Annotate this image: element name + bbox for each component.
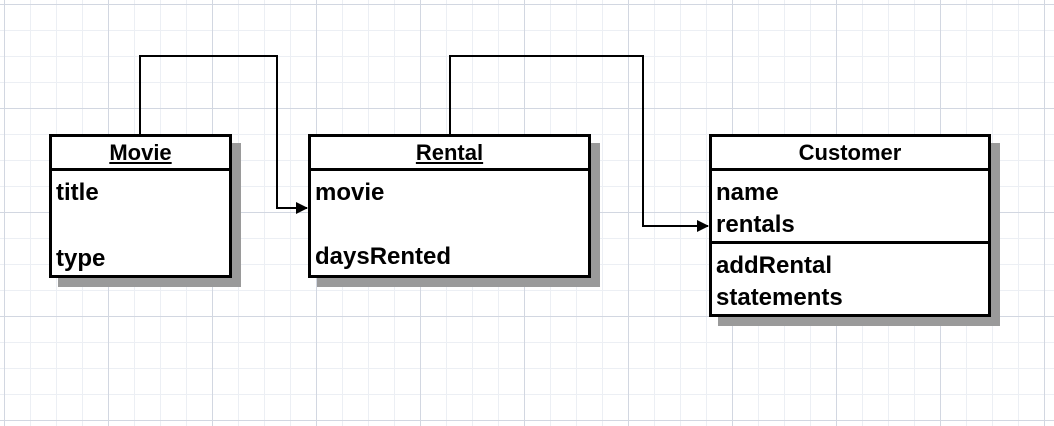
operations-section-customer: addRental statements (712, 241, 988, 314)
attribute-movie: movie (315, 179, 385, 206)
operation-add-rental: addRental (716, 252, 833, 279)
class-name-movie: Movie (52, 137, 229, 171)
class-name-rental: Rental (311, 137, 588, 171)
association-rental-to-customer[interactable] (449, 55, 709, 232)
attributes-section-movie: title type (52, 171, 229, 275)
attributes-section-rental: movie daysRented (311, 171, 588, 275)
attribute-type: type (56, 245, 106, 272)
attribute-rentals: rentals (716, 211, 795, 238)
attribute-name: name (716, 179, 779, 206)
association-movie-to-rental[interactable] (139, 55, 308, 214)
class-box-customer[interactable]: Customer name rentals addRental statemen… (709, 134, 991, 317)
attribute-days-rented: daysRented (315, 243, 452, 270)
class-box-movie[interactable]: Movie title type (49, 134, 232, 278)
class-name-customer: Customer (712, 137, 988, 171)
attribute-title: title (56, 179, 99, 206)
operation-statements: statements (716, 284, 843, 311)
attributes-section-customer: name rentals (712, 171, 988, 241)
class-box-rental[interactable]: Rental movie daysRented (308, 134, 591, 278)
